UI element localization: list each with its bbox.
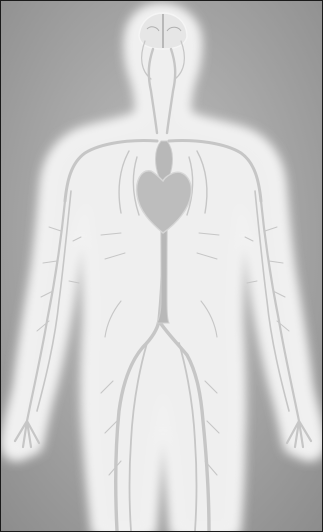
circulatory-system-illustration <box>1 1 322 531</box>
illustration-frame <box>0 0 323 532</box>
